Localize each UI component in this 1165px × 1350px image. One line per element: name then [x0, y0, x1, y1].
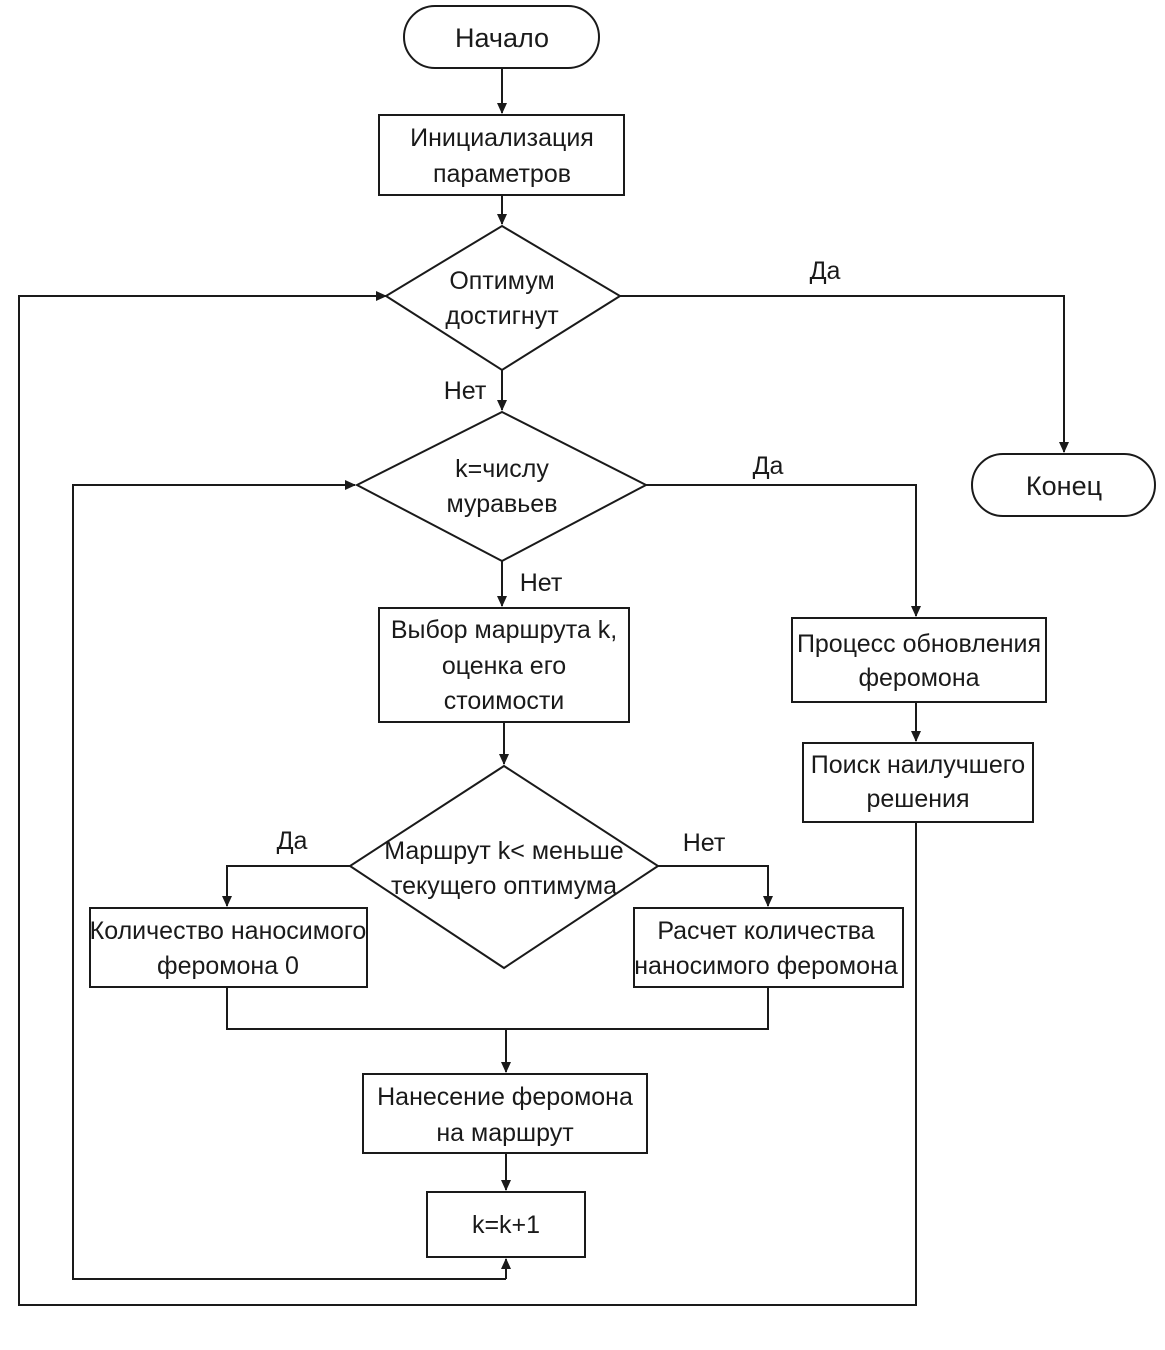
init-label-line-2: параметров [433, 160, 571, 188]
arrow-compare-no-to-calc [658, 865, 773, 907]
apply-pheromone-process: Нанесение феромона на маршрут [362, 1073, 648, 1154]
increment-label: k=k+1 [472, 1211, 540, 1239]
optimum-label-line-2: достигнут [445, 302, 559, 330]
pheromone-calc-process: Расчет количества наносимого феромона [633, 907, 904, 988]
choose-route-label-line-1: Выбор маршрута k, [391, 616, 617, 644]
init-process: Инициализация параметров [378, 114, 625, 196]
start-label: Начало [455, 23, 549, 53]
edge-labels: Да Нет Да Нет Да Нет [277, 257, 841, 857]
arrow-loop-increment-back-to-ants [72, 480, 506, 1280]
choose-route-process: Выбор маршрута k, оценка его стоимости [378, 607, 630, 723]
end-label: Конец [1026, 471, 1102, 501]
route-compare-decision: Маршрут k< меньше текущего оптимума [348, 764, 660, 970]
apply-pheromone-label-line-2: на маршрут [436, 1119, 574, 1147]
best-solution-label-line-1: Поиск наилучшего [811, 751, 1025, 779]
end-terminal: Конец [971, 453, 1156, 517]
route-compare-label-line-2: текущего оптимума [391, 872, 617, 900]
arrow-ants-yes-to-update [646, 484, 921, 617]
compare-yes-label: Да [277, 827, 308, 855]
arrow-optimum-yes-to-end [620, 295, 1069, 453]
pheromone-calc-label-line-2: наносимого феромона [634, 952, 898, 980]
optimum-label-line-1: Оптимум [449, 267, 554, 295]
arrow-loop-best-back-to-optimum [18, 291, 917, 1306]
optimum-decision: Оптимум достигнут [384, 224, 622, 372]
update-pheromone-label-line-1: Процесс обновления [797, 630, 1041, 658]
pheromone-zero-label-line-1: Количество наносимого [90, 917, 367, 945]
ants-decision: k=числу муравьев [354, 410, 649, 563]
connectors [18, 68, 1069, 1306]
arrow-compare-yes-to-zero [222, 865, 350, 907]
start-terminal: Начало [403, 5, 600, 69]
choose-route-label-line-3: стоимости [444, 687, 565, 715]
best-solution-label-line-2: решения [866, 785, 969, 813]
ants-yes-label: Да [753, 452, 784, 480]
optimum-no-label: Нет [444, 377, 487, 405]
compare-no-label: Нет [683, 829, 726, 857]
update-pheromone-process: Процесс обновления феромона [791, 617, 1047, 703]
best-solution-process: Поиск наилучшего решения [802, 742, 1034, 823]
ants-label-line-1: k=числу [455, 455, 549, 483]
optimum-yes-label: Да [810, 257, 841, 285]
pheromone-zero-process: Количество наносимого феромона 0 [89, 907, 368, 988]
apply-pheromone-label-line-1: Нанесение феромона [377, 1083, 633, 1111]
pheromone-calc-label-line-1: Расчет количества [657, 917, 874, 945]
ants-no-label: Нет [520, 569, 563, 597]
ants-label-line-2: муравьев [447, 490, 558, 518]
increment-process: k=k+1 [426, 1191, 586, 1258]
line-zero-to-merge [226, 987, 769, 1030]
route-compare-label-line-1: Маршрут k< меньше [384, 837, 623, 865]
choose-route-label-line-2: оценка его [442, 652, 566, 680]
pheromone-zero-label-line-2: феромона 0 [157, 952, 299, 980]
init-label-line-1: Инициализация [410, 124, 594, 152]
update-pheromone-label-line-2: феромона [858, 664, 979, 692]
